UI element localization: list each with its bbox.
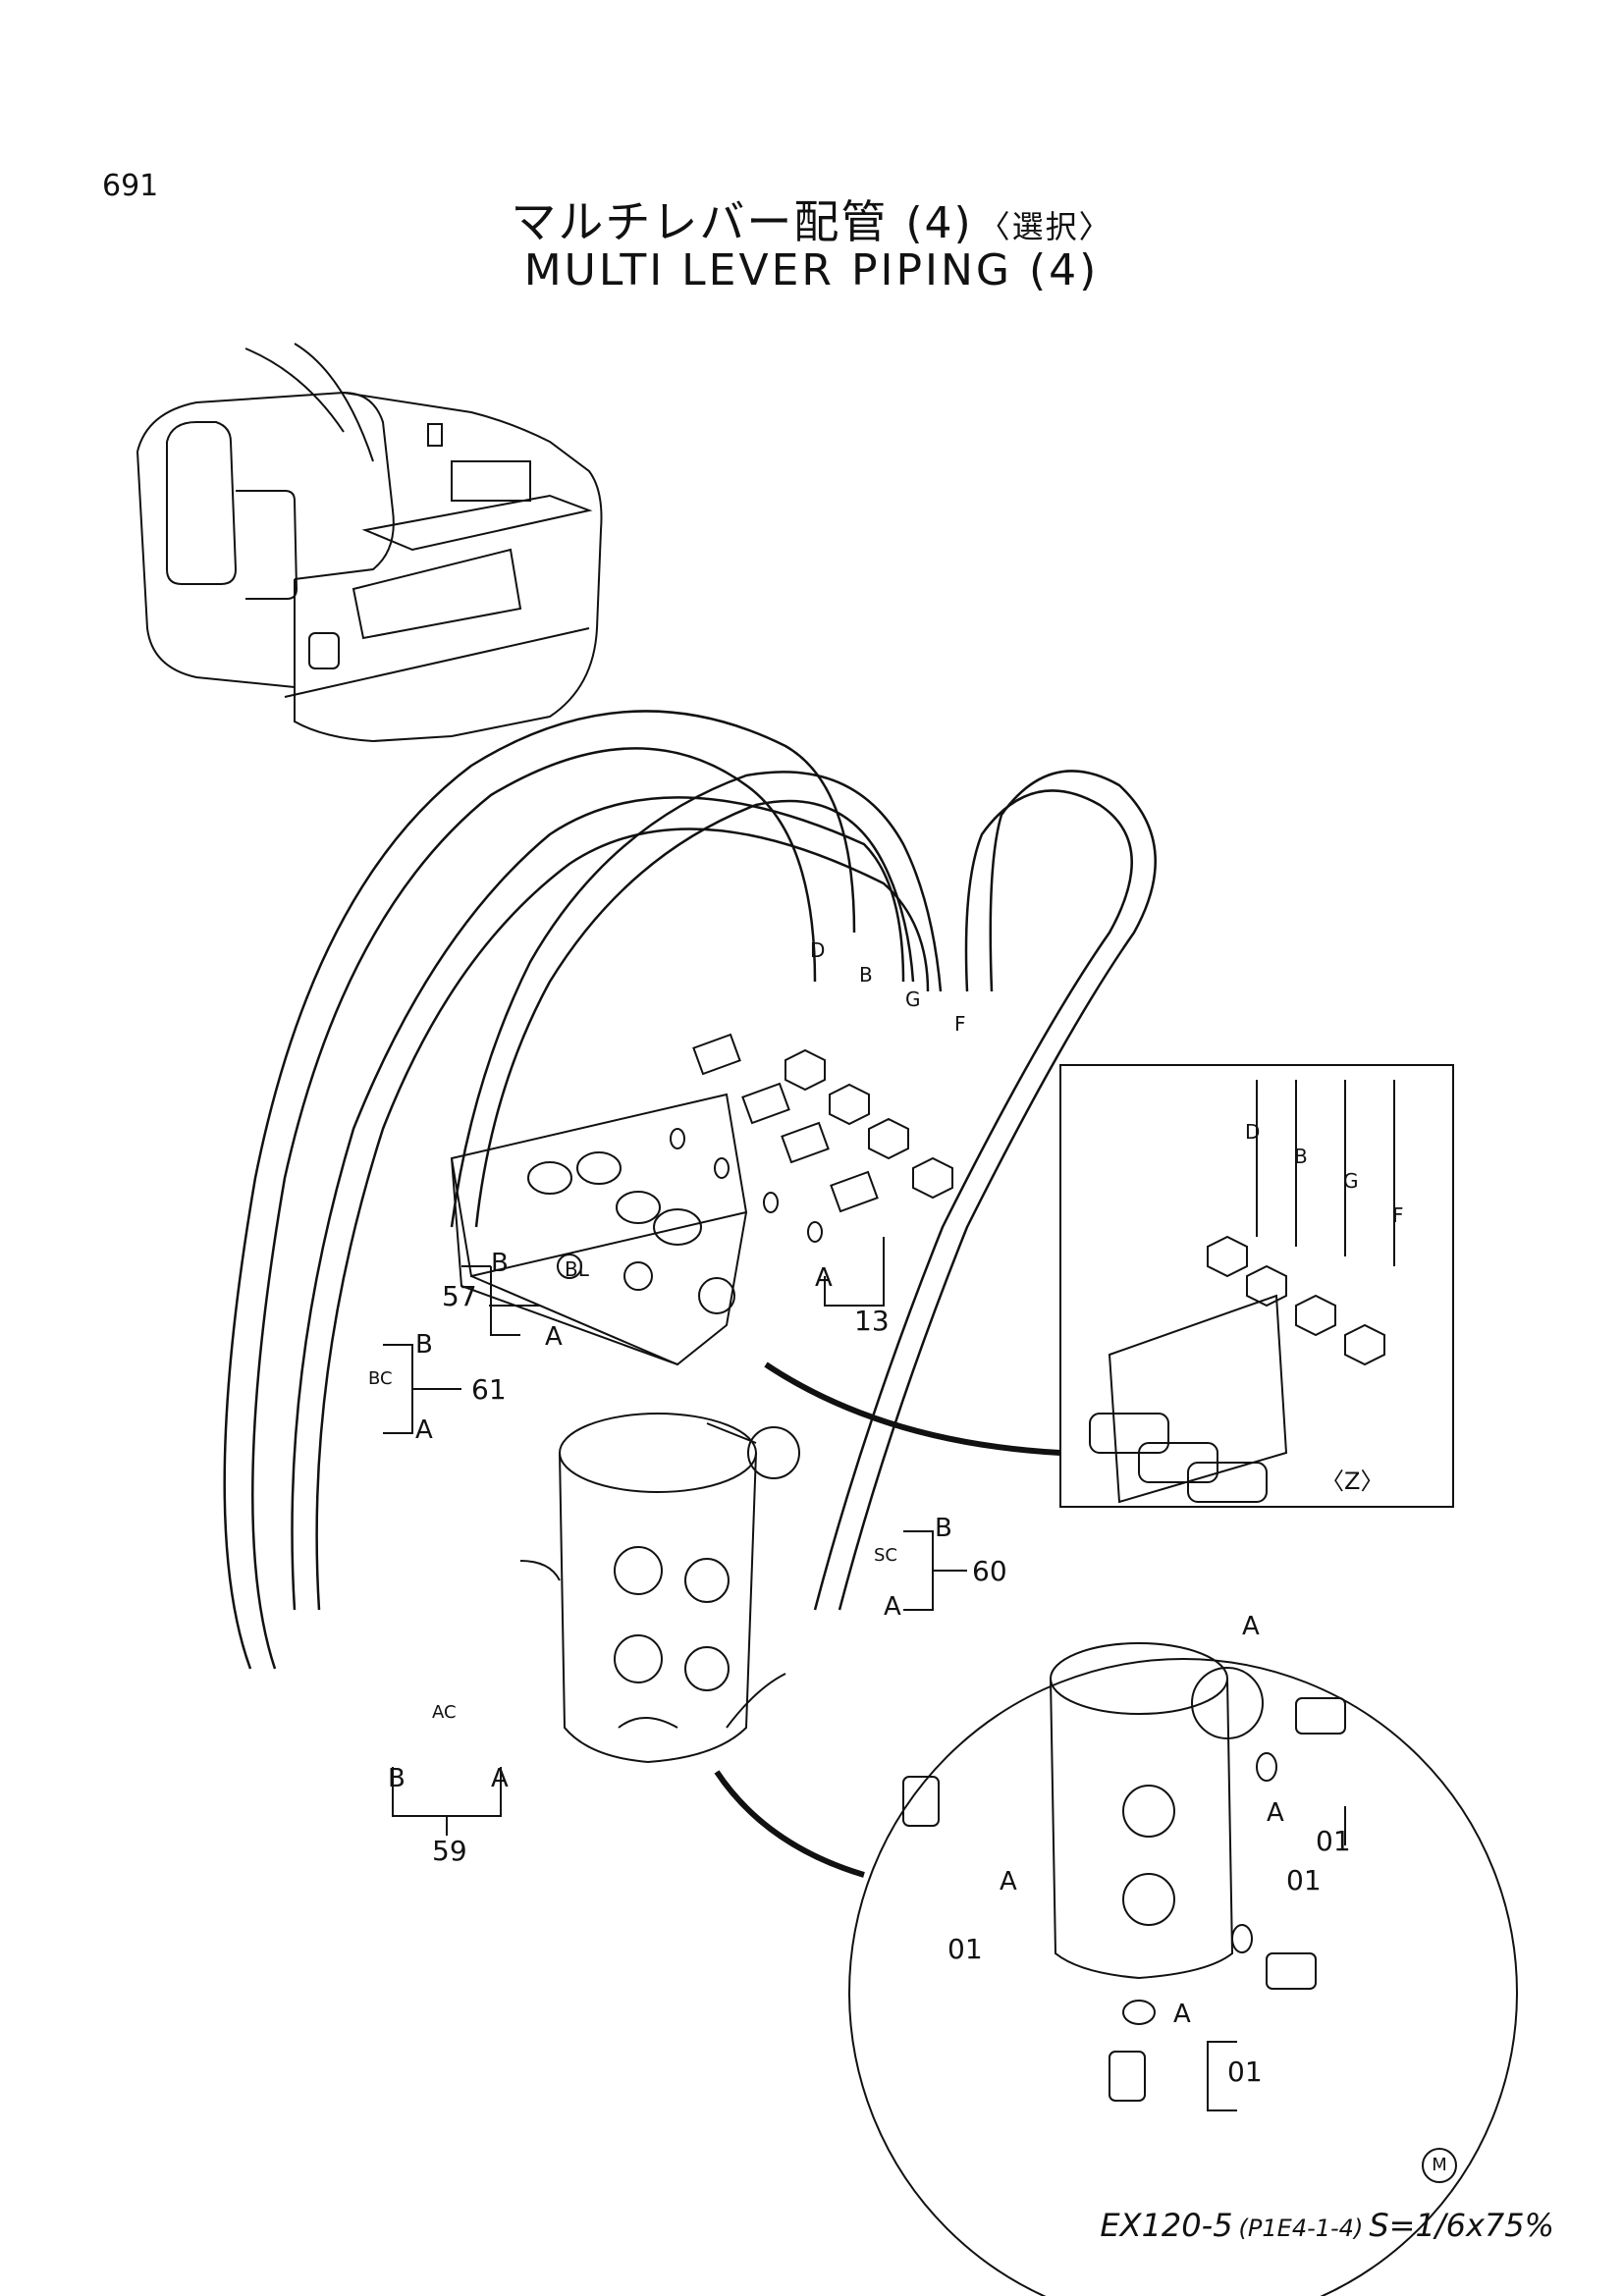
letter-A-2: A	[815, 1263, 833, 1293]
title-jp-option: 〈選択〉	[978, 208, 1112, 245]
letter-D-2: D	[1245, 1120, 1260, 1144]
excavator-illustration	[136, 343, 603, 743]
title-japanese: マルチレバー配管 (4)〈選択〉	[0, 187, 1623, 251]
hose-bundle	[223, 710, 1157, 1670]
callout-01-a: 01	[947, 1933, 983, 1965]
letter-SC: SC	[874, 1545, 897, 1566]
title-jp-text: マルチレバー配管	[511, 195, 889, 248]
footer-ref: (P1E4-1-4)	[1238, 2215, 1364, 2242]
letter-B-2: B	[415, 1330, 433, 1360]
detail-view-z	[1059, 1064, 1454, 1508]
detail-leaders	[714, 1362, 1061, 1878]
footer: EX120-5(P1E4-1-4)S=1/6x75%	[1100, 2207, 1554, 2244]
callout-01-b: 01	[1316, 1825, 1351, 1857]
valve-block-upper	[450, 1093, 748, 1366]
letter-G-1: G	[905, 988, 921, 1011]
footer-model: EX120-5	[1100, 2207, 1233, 2244]
letter-A-8: A	[1242, 1612, 1260, 1641]
callout-brackets	[383, 1237, 1346, 2111]
callout-01-d: 01	[1227, 2056, 1263, 2088]
pilot-valve-lower	[519, 1413, 800, 1764]
letter-A-5: A	[491, 1764, 509, 1793]
page-number: 691	[102, 169, 159, 203]
letter-BL: BL	[565, 1257, 590, 1281]
m-mark: M	[1422, 2148, 1457, 2183]
letter-AC: AC	[432, 1702, 457, 1723]
letter-A-3: A	[415, 1415, 433, 1445]
callout-labels: 57 13 61 60 59 01 01 01 01 B BL A A B BC…	[368, 938, 1404, 2088]
callout-61: 61	[471, 1373, 507, 1406]
fittings-row	[670, 1033, 953, 1243]
callout-13: 13	[854, 1305, 890, 1337]
letter-D-1: D	[810, 938, 825, 962]
letter-A-4: A	[884, 1592, 901, 1622]
callout-59: 59	[432, 1835, 467, 1867]
detail-circle	[848, 1642, 1518, 2296]
footer-scale: S=1/6x75%	[1369, 2207, 1554, 2244]
callout-60: 60	[972, 1555, 1007, 1587]
letter-F-2: F	[1392, 1203, 1404, 1227]
letter-F-1: F	[954, 1012, 966, 1036]
letter-A-9: A	[1173, 2000, 1191, 2029]
title-english: MULTI LEVER PIPING (4)	[523, 245, 1100, 295]
callout-57: 57	[442, 1280, 477, 1312]
letter-G-2: G	[1343, 1169, 1359, 1193]
callout-01-c: 01	[1286, 1864, 1322, 1896]
detail-view-label: 〈Z〉	[1321, 1468, 1383, 1495]
letter-A-7: A	[1267, 1798, 1284, 1828]
letter-A-6: A	[1000, 1867, 1017, 1896]
title-jp-number: (4)	[905, 198, 973, 248]
letter-BC: BC	[368, 1368, 393, 1389]
letter-A-1: A	[545, 1322, 563, 1352]
letter-B-6: B	[1294, 1145, 1308, 1168]
letter-B-1: B	[491, 1249, 509, 1278]
letter-B-4: B	[388, 1764, 406, 1793]
letter-B-5: B	[859, 963, 873, 987]
letter-B-3: B	[935, 1514, 952, 1543]
